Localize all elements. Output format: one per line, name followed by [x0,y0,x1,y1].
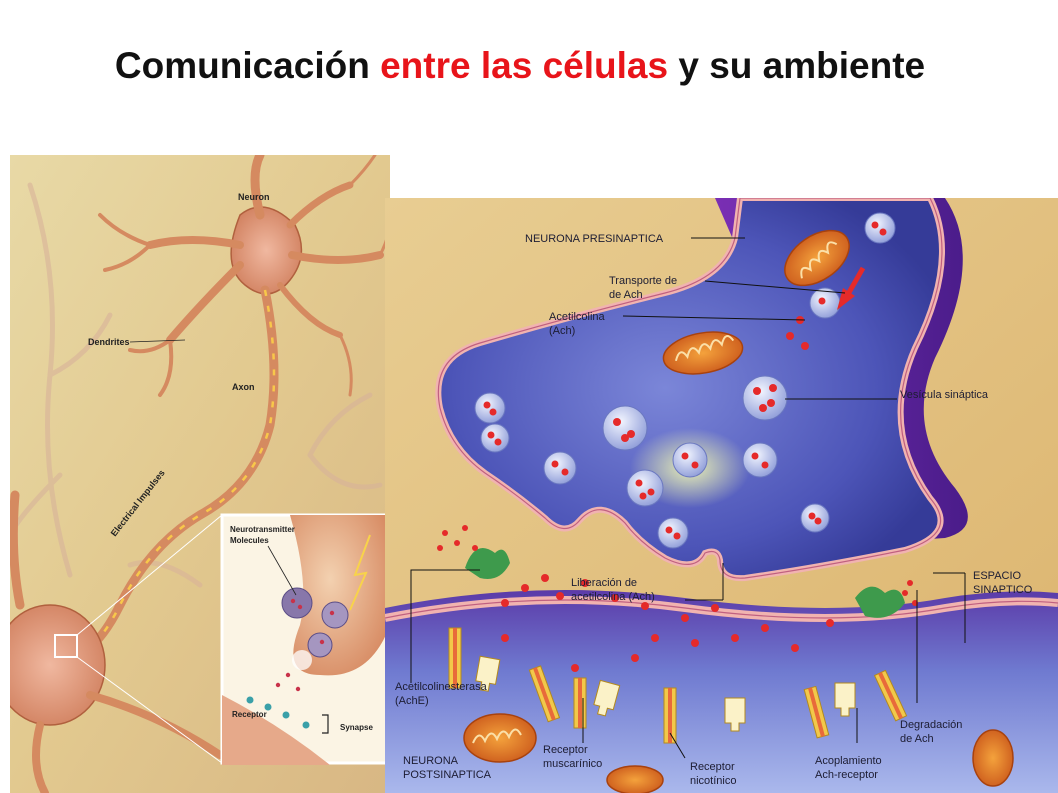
label-release-line1: Liberación de [571,577,637,589]
label-space-line2: SINAPTICO [973,584,1033,596]
electrical-impulse-trail [69,289,276,657]
label-coupling-line1: Acoplamiento [815,755,882,767]
label-transport-line2: de Ach [609,289,643,301]
label-muscarinic-line2: muscarínico [543,758,602,770]
synapse-diagram: NEURONA PRESINAPTICA Transporte de de Ac… [385,198,1058,793]
leader-dendrites [129,339,186,343]
label-postsynaptic-line1: NEURONA [403,755,459,767]
label-ache-line1: Acetilcolinesterasa [395,681,488,693]
zoom-line-top [76,514,223,636]
label-presynaptic: NEURONA PRESINAPTICA [525,233,664,245]
transport-arrow-head [837,288,855,310]
label-neuron: Neuron [238,192,270,202]
label-neurotransmitter-line2: Molecules [230,536,269,545]
background-dendrites [10,182,383,588]
label-degradation-line1: Degradación [900,719,962,731]
label-coupling-line2: Ach-receptor [815,769,878,781]
label-dendrites: Dendrites [88,337,130,347]
neuron-diagram: Neuron Dendrites Axon Electrical Impulse… [10,155,390,793]
zoom-line-bottom [76,656,223,764]
label-ach-line1: Acetilcolina [549,311,606,323]
title-part-2-accent: entre las células [380,44,669,86]
synapse-illustration: NEURONA PRESINAPTICA Transporte de de Ac… [385,198,1058,793]
postsynaptic-mitochondria [463,713,1014,793]
presynaptic-mitochondria [662,229,850,375]
label-synapse: Synapse [340,723,373,732]
ache-enzyme-right [855,586,905,618]
leader-lines [410,237,966,759]
label-neurotransmitter-line1: Neurotransmitter [230,525,295,534]
postsynaptic-neuron [385,590,1058,793]
label-postsynaptic-line2: POSTSINAPTICA [403,769,492,781]
label-ache-line2: (AchE) [395,695,429,707]
synapse-bracket [322,714,329,734]
transport-arrow [844,266,866,298]
label-receptor: Receptor [232,710,267,719]
label-nicotinic-line2: nicotínico [690,775,736,787]
label-transport-line1: Transporte de [609,275,677,287]
synaptic-vesicles [474,212,896,549]
presynaptic-membrane-line [437,198,943,579]
ach-in-cleft [437,525,918,672]
ach-receptors [448,627,908,744]
label-nicotinic-line1: Receptor [690,761,735,773]
synapse-inset [220,513,390,765]
label-vesicle: Vesícula sináptica [900,389,989,401]
leader-neurotransmitter [267,545,297,596]
label-muscarinic-line1: Receptor [543,744,588,756]
title-part-3: y su ambiente [668,44,926,86]
label-release-line2: acetilcolina (Ach) [571,591,655,603]
zoom-selection-box [54,634,78,658]
label-ach-line2: (Ach) [549,325,575,337]
label-axon: Axon [232,382,255,392]
label-space-line1: ESPACIO [973,570,1022,582]
title-part-1: Comunicación [114,44,381,86]
label-degradation-line2: de Ach [900,733,934,745]
lower-neuron [10,490,224,793]
ache-enzyme-left [465,548,510,579]
page-title: Comunicación entre las células y su ambi… [0,45,1040,87]
neuron-illustration: Neuron Dendrites Axon Electrical Impulse… [10,155,390,793]
postsynaptic-membrane-line [385,599,1058,619]
